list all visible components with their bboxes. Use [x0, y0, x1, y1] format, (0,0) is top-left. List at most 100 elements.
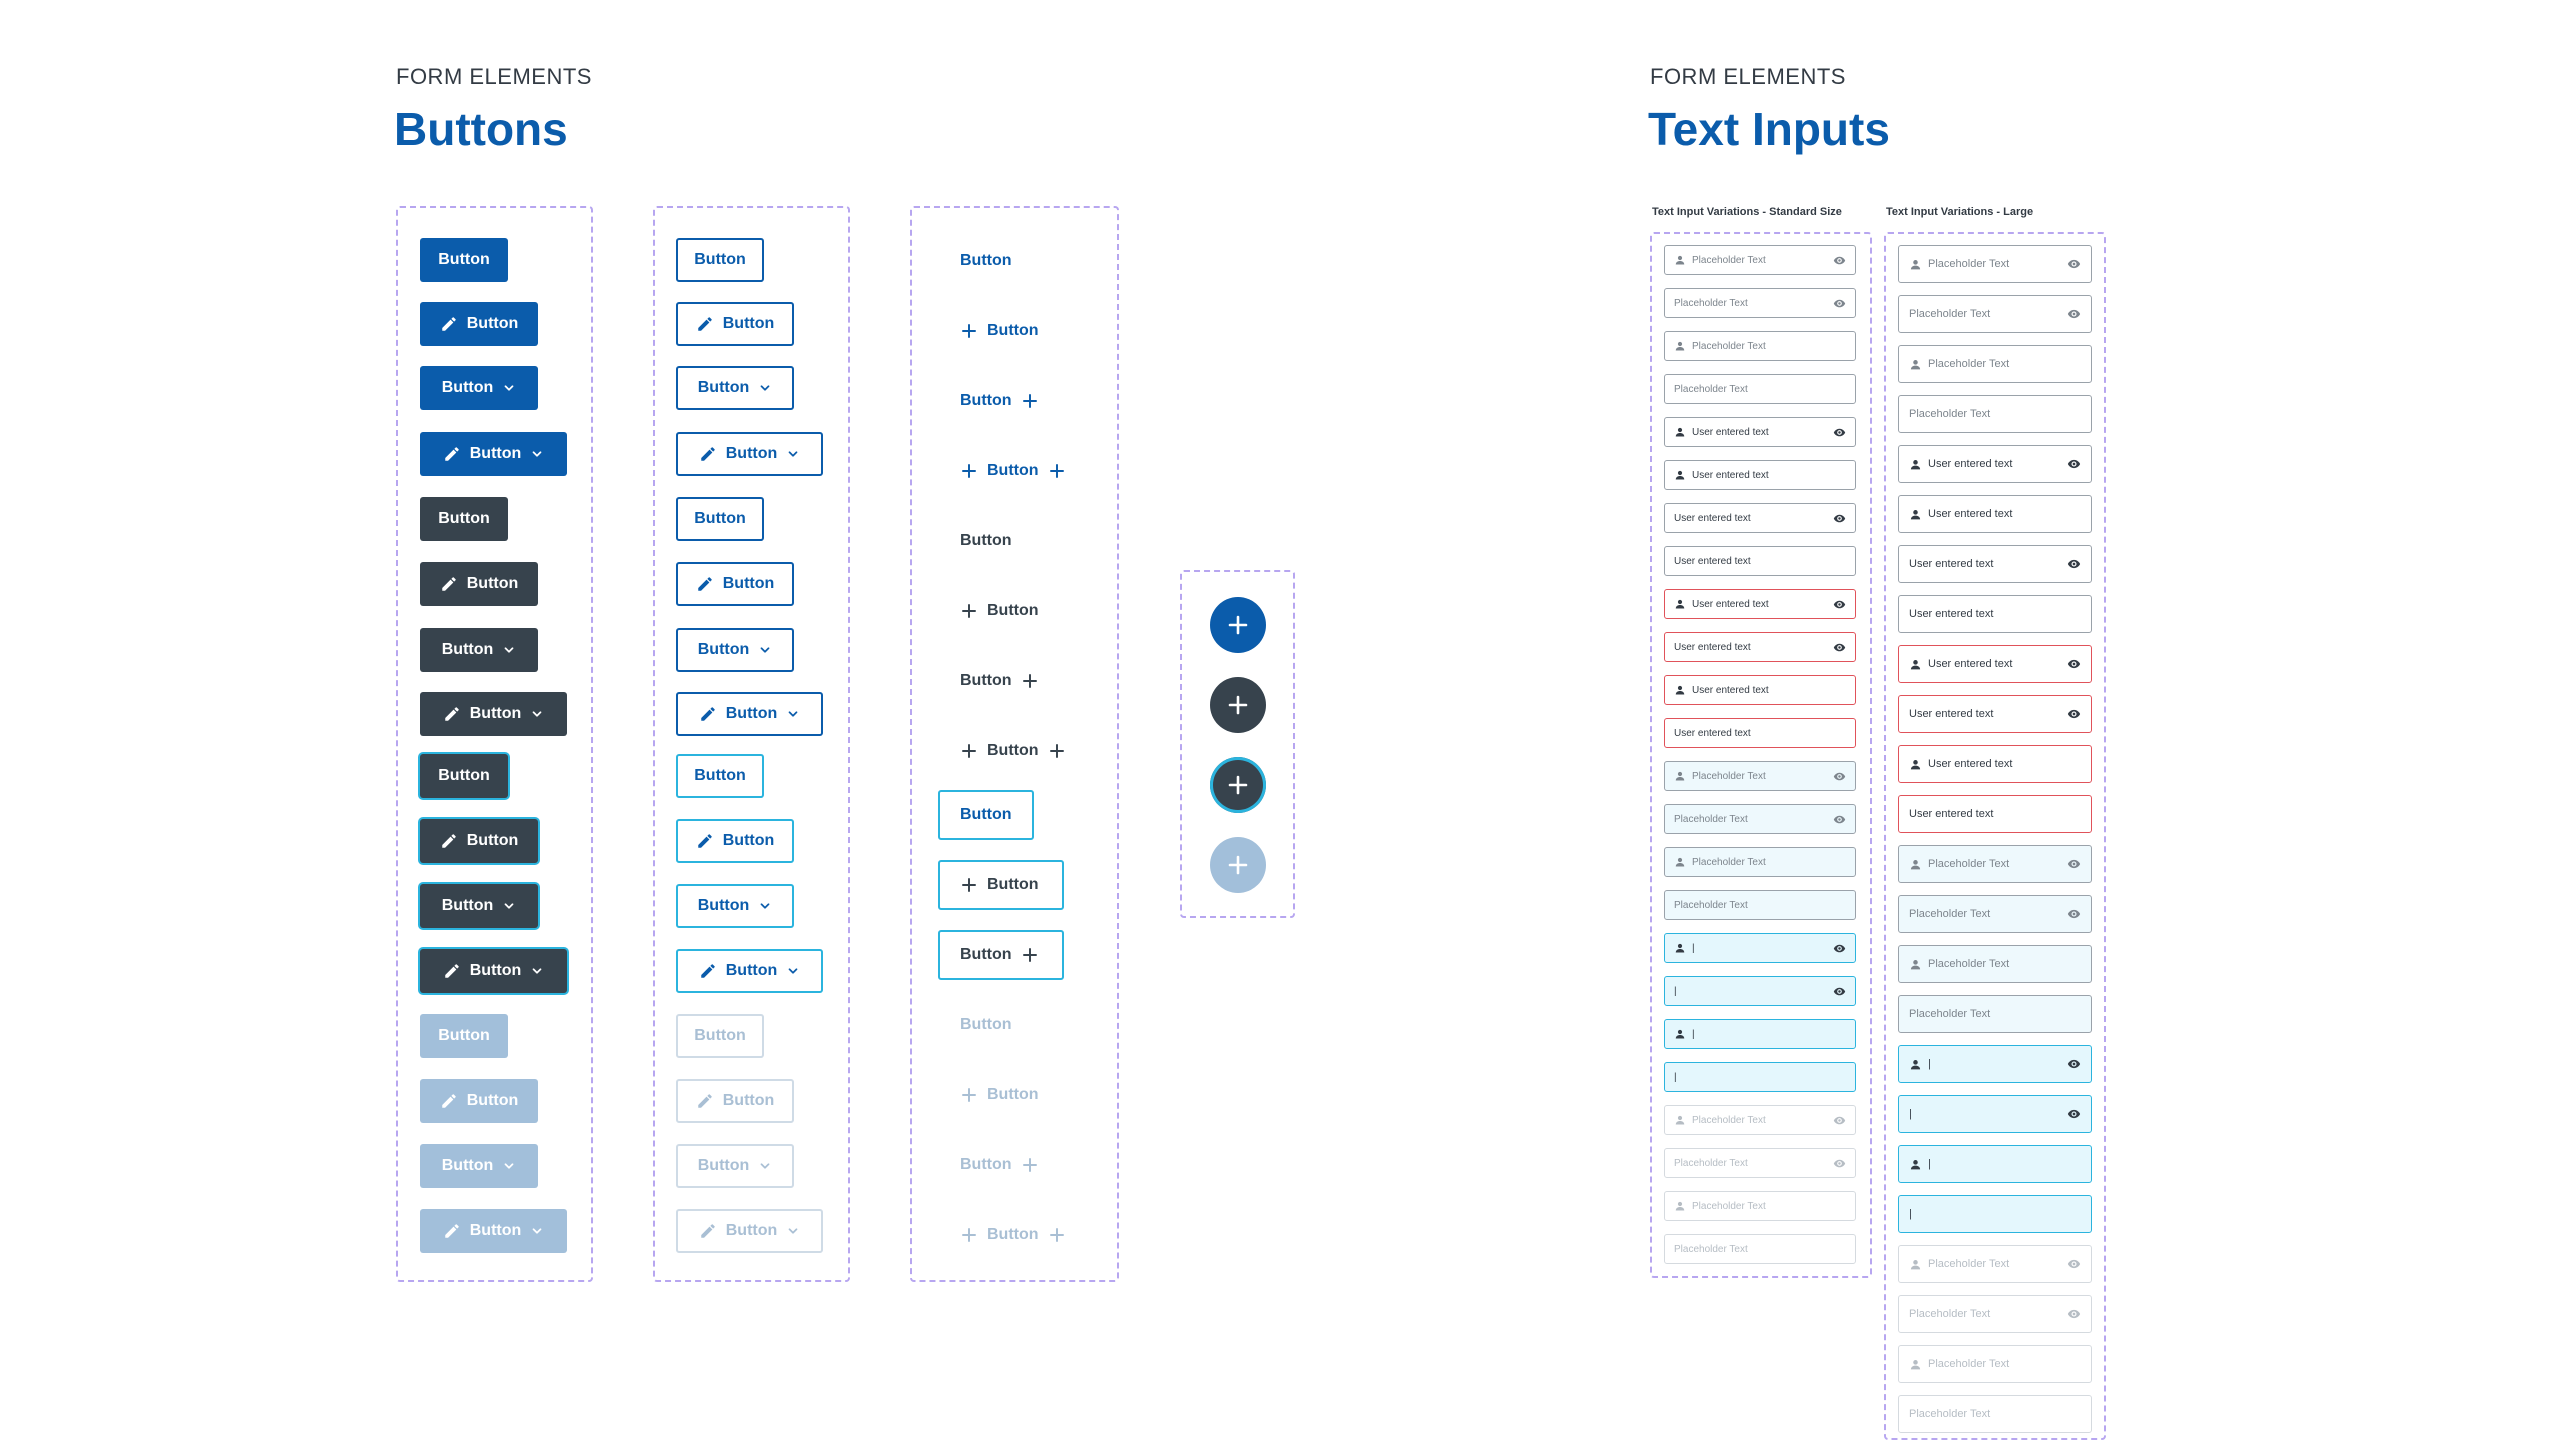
eye-icon[interactable] [1833, 512, 1846, 525]
standard-text-input[interactable]: | [1664, 933, 1856, 963]
standard-text-input[interactable]: User entered text [1664, 589, 1856, 619]
outline-button[interactable]: Button [676, 302, 794, 346]
text-button[interactable]: Button [940, 1140, 1068, 1190]
standard-text-input[interactable]: Placeholder Text [1664, 847, 1856, 877]
filled-button[interactable]: Button [420, 1144, 538, 1188]
text-button[interactable]: Button [940, 236, 1036, 286]
outline-button[interactable]: Button [676, 819, 794, 863]
large-text-input[interactable]: Placeholder Text [1898, 1345, 2092, 1383]
add-fab-button[interactable] [1210, 677, 1266, 733]
eye-icon[interactable] [1833, 598, 1846, 611]
outline-button[interactable]: Button [676, 884, 794, 928]
outline-button[interactable]: Button [676, 754, 764, 798]
large-text-input[interactable]: Placeholder Text [1898, 395, 2092, 433]
outline-button[interactable]: Button [676, 562, 794, 606]
outline-button[interactable]: Button [676, 692, 823, 736]
large-text-input[interactable]: Placeholder Text [1898, 295, 2092, 333]
outline-button[interactable]: Button [676, 1209, 823, 1253]
text-button[interactable]: Button [938, 860, 1064, 910]
standard-text-input[interactable]: User entered text [1664, 460, 1856, 490]
filled-button[interactable]: Button [420, 692, 567, 736]
standard-text-input[interactable]: | [1664, 1019, 1856, 1049]
large-text-input[interactable]: Placeholder Text [1898, 895, 2092, 933]
outline-button[interactable]: Button [676, 1079, 794, 1123]
standard-text-input[interactable]: Placeholder Text [1664, 331, 1856, 361]
outline-button[interactable]: Button [676, 366, 794, 410]
standard-text-input[interactable]: Placeholder Text [1664, 1191, 1856, 1221]
filled-button[interactable]: Button [420, 949, 567, 993]
standard-text-input[interactable]: User entered text [1664, 718, 1856, 748]
large-text-input[interactable]: | [1898, 1195, 2092, 1233]
eye-icon[interactable] [2067, 1257, 2081, 1271]
large-text-input[interactable]: User entered text [1898, 595, 2092, 633]
text-button[interactable]: Button [938, 790, 1034, 840]
standard-text-input[interactable]: User entered text [1664, 632, 1856, 662]
eye-icon[interactable] [2067, 657, 2081, 671]
text-button[interactable]: Button [940, 726, 1090, 776]
text-button[interactable]: Button [940, 376, 1068, 426]
standard-text-input[interactable]: Placeholder Text [1664, 1234, 1856, 1264]
standard-text-input[interactable]: User entered text [1664, 546, 1856, 576]
standard-text-input[interactable]: Placeholder Text [1664, 374, 1856, 404]
filled-button[interactable]: Button [420, 1209, 567, 1253]
standard-text-input[interactable]: Placeholder Text [1664, 245, 1856, 275]
filled-button[interactable]: Button [420, 432, 567, 476]
large-text-input[interactable]: Placeholder Text [1898, 1295, 2092, 1333]
large-text-input[interactable]: User entered text [1898, 545, 2092, 583]
text-button[interactable]: Button [940, 1000, 1036, 1050]
large-text-input[interactable]: User entered text [1898, 695, 2092, 733]
text-button[interactable]: Button [940, 656, 1068, 706]
large-text-input[interactable]: Placeholder Text [1898, 1245, 2092, 1283]
eye-icon[interactable] [2067, 707, 2081, 721]
standard-text-input[interactable]: Placeholder Text [1664, 804, 1856, 834]
add-fab-button[interactable] [1210, 597, 1266, 653]
large-text-input[interactable]: | [1898, 1095, 2092, 1133]
large-text-input[interactable]: User entered text [1898, 445, 2092, 483]
text-button[interactable]: Button [940, 516, 1036, 566]
eye-icon[interactable] [2067, 557, 2081, 571]
standard-text-input[interactable]: | [1664, 1062, 1856, 1092]
eye-icon[interactable] [2067, 257, 2081, 271]
filled-button[interactable]: Button [420, 1014, 508, 1058]
filled-button[interactable]: Button [420, 238, 508, 282]
standard-text-input[interactable]: Placeholder Text [1664, 1148, 1856, 1178]
large-text-input[interactable]: | [1898, 1145, 2092, 1183]
standard-text-input[interactable]: User entered text [1664, 417, 1856, 447]
add-fab-button[interactable] [1210, 757, 1266, 813]
large-text-input[interactable]: | [1898, 1045, 2092, 1083]
standard-text-input[interactable]: | [1664, 976, 1856, 1006]
eye-icon[interactable] [2067, 907, 2081, 921]
eye-icon[interactable] [2067, 1057, 2081, 1071]
eye-icon[interactable] [1833, 985, 1846, 998]
eye-icon[interactable] [1833, 254, 1846, 267]
filled-button[interactable]: Button [420, 1079, 538, 1123]
eye-icon[interactable] [1833, 1114, 1846, 1127]
filled-button[interactable]: Button [420, 366, 538, 410]
standard-text-input[interactable]: User entered text [1664, 675, 1856, 705]
eye-icon[interactable] [1833, 1157, 1846, 1170]
filled-button[interactable]: Button [420, 884, 538, 928]
eye-icon[interactable] [1833, 942, 1846, 955]
large-text-input[interactable]: Placeholder Text [1898, 945, 2092, 983]
eye-icon[interactable] [1833, 813, 1846, 826]
large-text-input[interactable]: User entered text [1898, 645, 2092, 683]
standard-text-input[interactable]: Placeholder Text [1664, 890, 1856, 920]
text-button[interactable]: Button [940, 306, 1068, 356]
large-text-input[interactable]: Placeholder Text [1898, 845, 2092, 883]
eye-icon[interactable] [1833, 770, 1846, 783]
large-text-input[interactable]: Placeholder Text [1898, 1395, 2092, 1433]
standard-text-input[interactable]: Placeholder Text [1664, 1105, 1856, 1135]
standard-text-input[interactable]: Placeholder Text [1664, 761, 1856, 791]
filled-button[interactable]: Button [420, 497, 508, 541]
eye-icon[interactable] [1833, 426, 1846, 439]
text-button[interactable]: Button [940, 1210, 1090, 1260]
filled-button[interactable]: Button [420, 819, 538, 863]
filled-button[interactable]: Button [420, 302, 538, 346]
large-text-input[interactable]: Placeholder Text [1898, 245, 2092, 283]
eye-icon[interactable] [2067, 857, 2081, 871]
add-fab-button[interactable] [1210, 837, 1266, 893]
outline-button[interactable]: Button [676, 1014, 764, 1058]
text-button[interactable]: Button [940, 446, 1090, 496]
eye-icon[interactable] [2067, 307, 2081, 321]
standard-text-input[interactable]: Placeholder Text [1664, 288, 1856, 318]
